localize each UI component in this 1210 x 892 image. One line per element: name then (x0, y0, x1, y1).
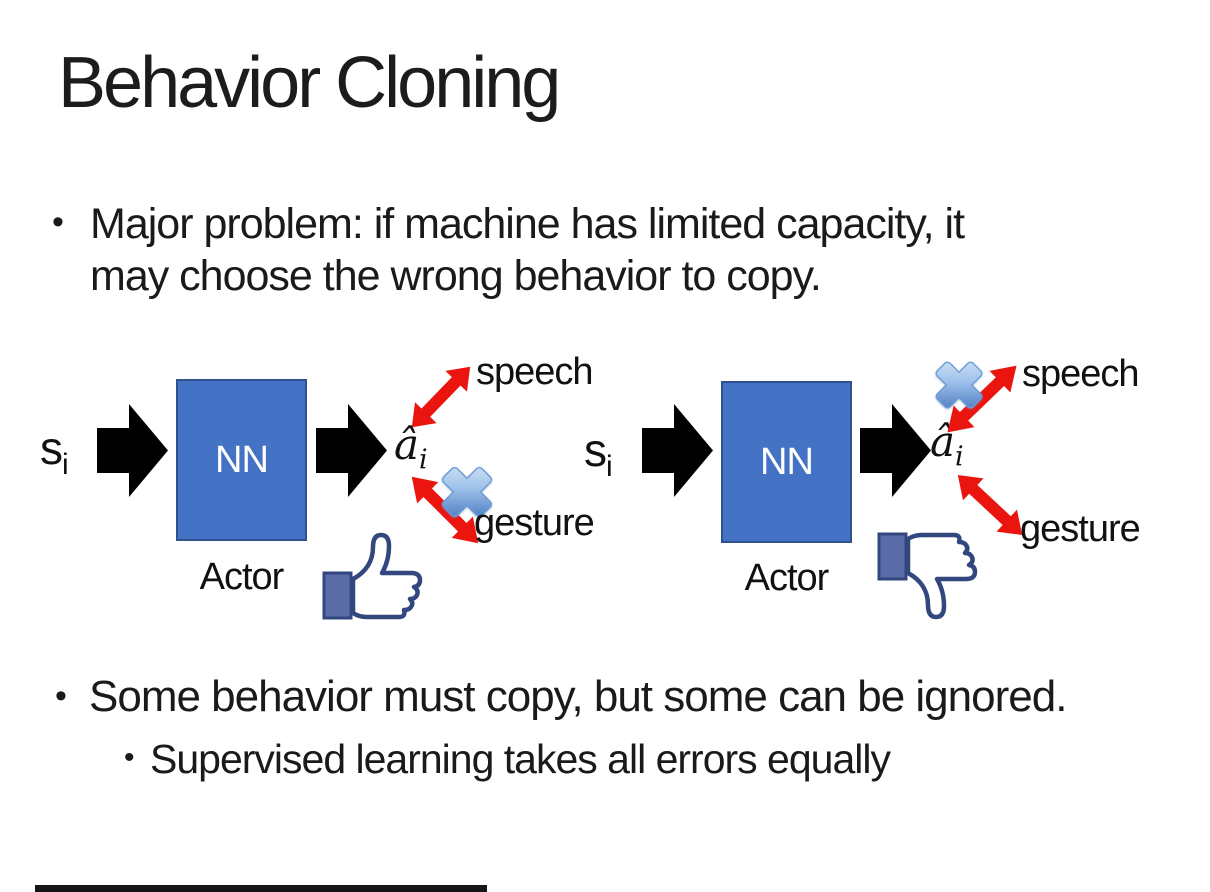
flow-arrow-icon (316, 404, 387, 497)
cross-out-icon (935, 361, 983, 409)
bullet-line-1: Major problem: if machine has limited ca… (90, 200, 965, 248)
input-state-label: si (40, 421, 69, 482)
flow-arrow-icon (642, 404, 713, 497)
slide-title: Behavior Cloning (58, 43, 561, 123)
state-subscript: i (606, 450, 613, 484)
bullet-dot: • (52, 203, 64, 241)
bullet-dot: • (55, 677, 67, 715)
flow-arrow-icon (860, 404, 931, 497)
nn-box: NN (721, 381, 852, 543)
bullet-some-behavior-text: Some behavior must copy, but some can be… (89, 672, 1067, 721)
state-symbol: s (584, 424, 607, 476)
bullet-dot: • (124, 741, 135, 774)
red-double-arrow-speech-icon (947, 365, 1017, 433)
input-state-label: si (584, 423, 613, 484)
nn-box: NN (176, 379, 307, 541)
output-action-label: âi (394, 420, 428, 475)
nn-label: NN (760, 440, 814, 483)
gesture-label: gesture (474, 502, 595, 544)
action-subscript: i (955, 441, 964, 473)
bottom-edge-bar (35, 885, 487, 892)
bullet-major-problem: • Major problem: if machine has limited … (52, 198, 965, 303)
action-subscript: i (419, 444, 428, 476)
speech-label: speech (476, 351, 594, 393)
nn-label: NN (215, 438, 269, 481)
bullet-major-problem-text: Major problem: if machine has limited ca… (90, 198, 965, 303)
thumbs-up-icon (322, 532, 423, 620)
state-subscript: i (62, 448, 69, 482)
red-double-arrow-gesture-icon (957, 474, 1023, 536)
speech-label: speech (1022, 353, 1140, 395)
flow-arrow-icon (97, 404, 168, 497)
red-double-arrow-gesture-icon (411, 476, 479, 544)
actor-label: Actor (199, 556, 285, 598)
state-symbol: s (40, 422, 63, 474)
sub-bullet-supervised: • Supervised learning takes all errors e… (124, 736, 891, 783)
bullet-line-2: may choose the wrong behavior to copy. (90, 252, 822, 301)
action-symbol: â (394, 420, 420, 469)
gesture-label: gesture (1020, 508, 1141, 550)
sub-bullet-supervised-text: Supervised learning takes all errors equ… (150, 736, 891, 782)
actor-label: Actor (744, 557, 830, 599)
thumbs-down-icon (877, 532, 978, 620)
cross-out-icon (441, 466, 493, 518)
red-double-arrow-speech-icon (411, 366, 471, 428)
bullet-some-behavior: • Some behavior must copy, but some can … (55, 672, 1067, 722)
